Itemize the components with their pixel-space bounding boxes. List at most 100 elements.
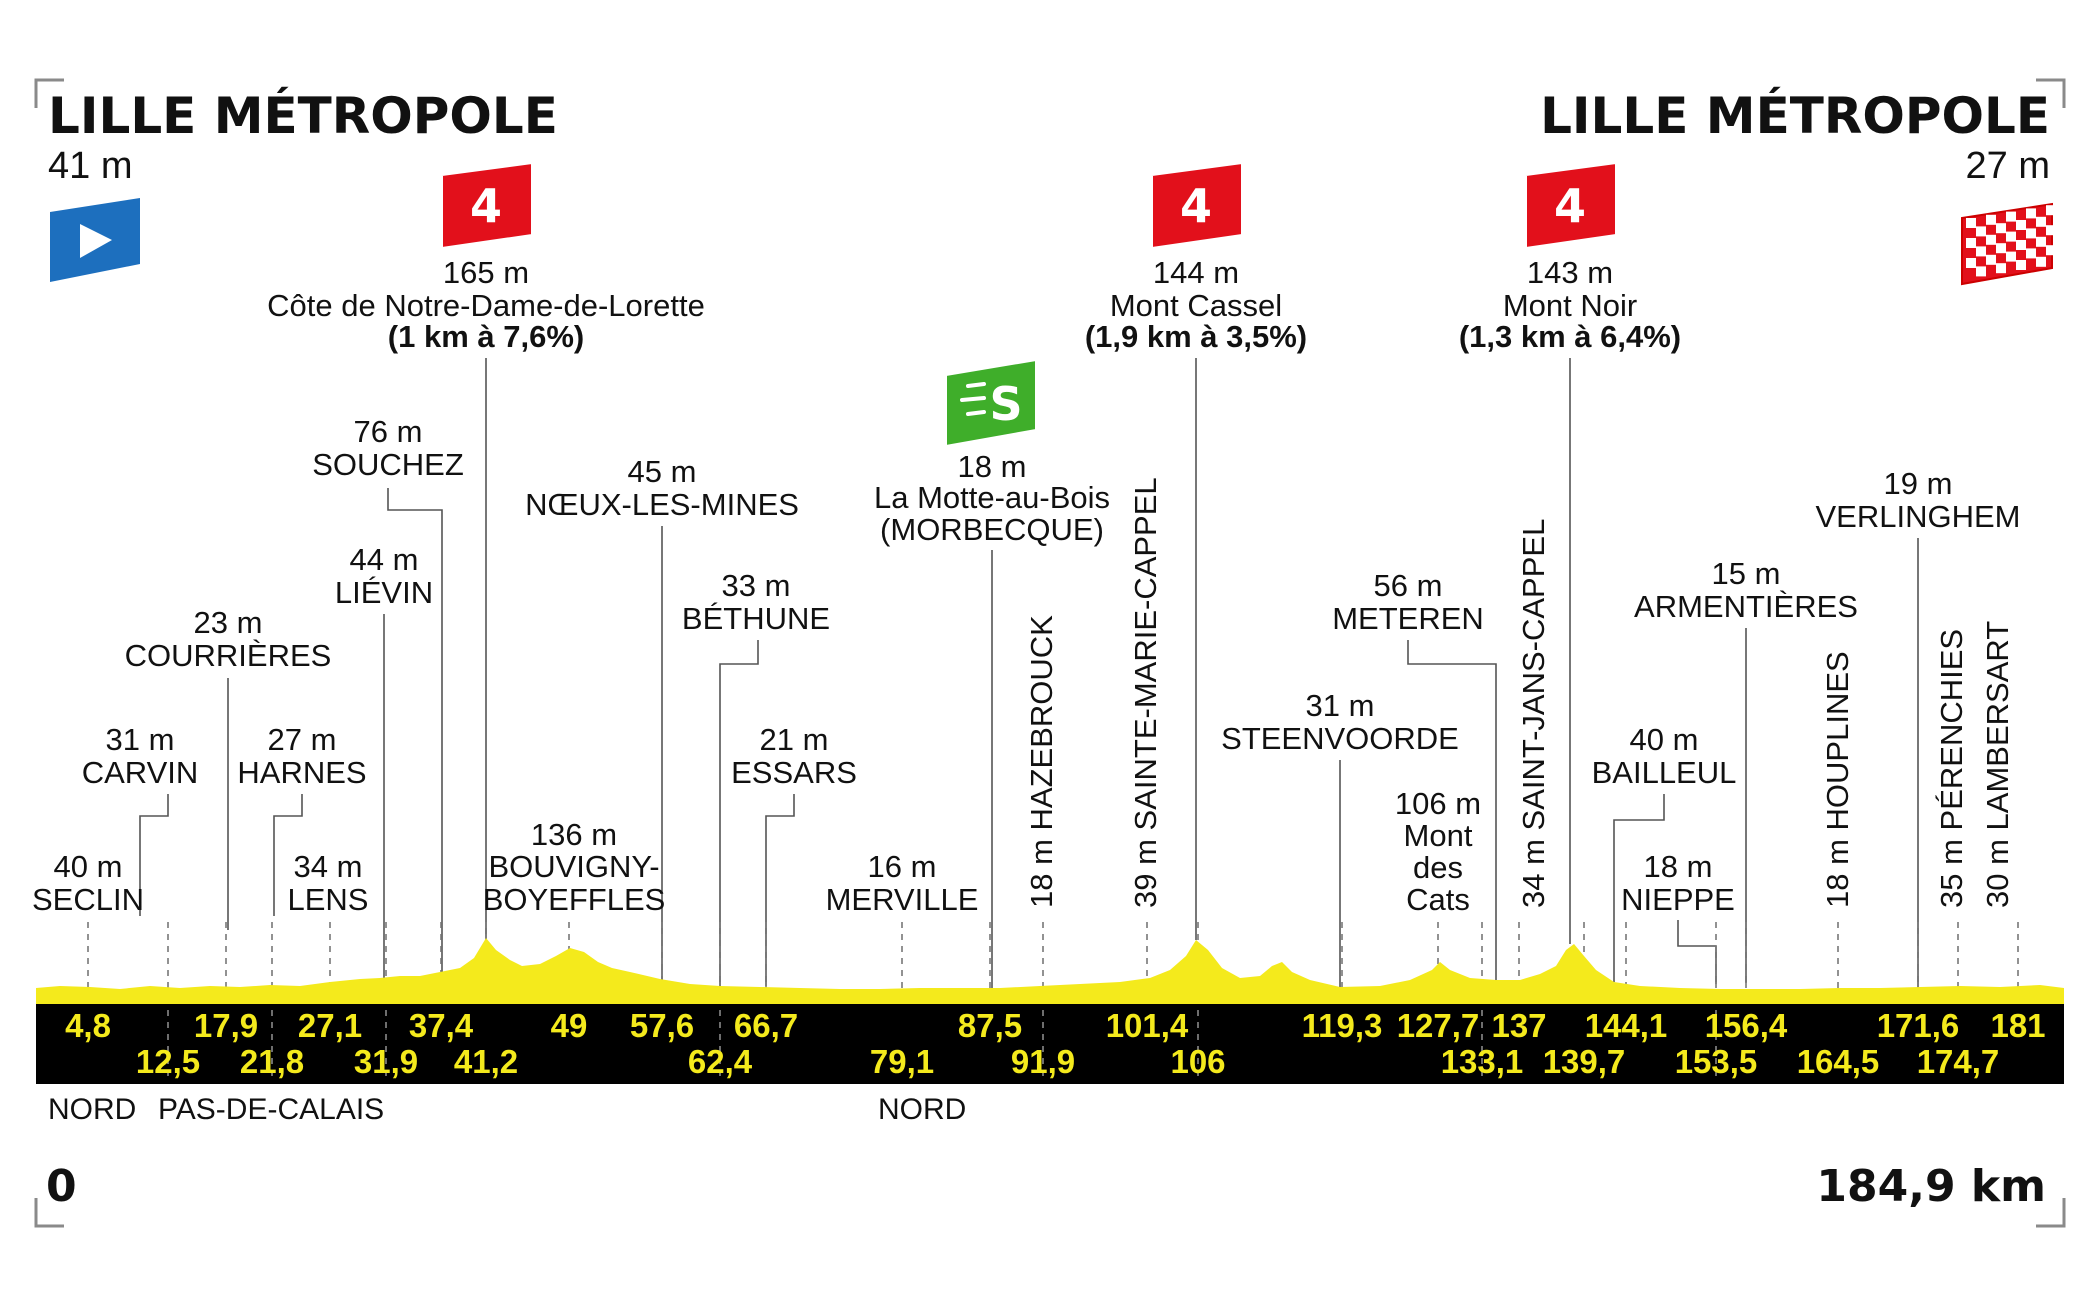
climb-badge-icon: 4 [1525, 161, 1617, 250]
place-altitude: 31 m [106, 722, 175, 757]
climb-altitude: 165 m [443, 255, 529, 290]
finish-flag-square [1996, 243, 2006, 254]
km-value: 133,1 [1441, 1043, 1524, 1080]
finish-flag-square [2046, 205, 2056, 216]
climb-detail: (1 km à 7,6%) [388, 319, 584, 354]
finish-flag-square [1966, 238, 1976, 248]
finish-flag-square [1976, 226, 1986, 237]
finish-distance: 184,9 km [1816, 1161, 2046, 1212]
km-value: 156,4 [1705, 1007, 1788, 1044]
place-altitude: 19 m [1884, 466, 1953, 501]
finish-flag-icon [1961, 202, 2056, 286]
region-label: NORD [878, 1093, 966, 1126]
place-name: ARMENTIÈRES [1634, 589, 1858, 624]
leader-line [719, 640, 759, 986]
place-altitude: 16 m [868, 849, 937, 884]
km-value: 17,9 [194, 1007, 258, 1044]
start-distance: 0 [46, 1161, 77, 1212]
place-name: LENS [288, 882, 369, 917]
climb-altitude: 144 m [1153, 255, 1239, 290]
km-value: 164,5 [1797, 1043, 1880, 1080]
finish-flag-square [1986, 214, 1996, 225]
region-label: NORD [48, 1093, 136, 1126]
finish-flag-square [2026, 228, 2036, 239]
climb-category: 4 [1554, 179, 1586, 233]
finish-flag-square [1986, 254, 1996, 265]
vertical-place: 18 m HAZEBROUCK [1024, 615, 1059, 908]
climb-name: Mont Noir [1503, 288, 1637, 323]
finish-flag-square [2036, 216, 2046, 227]
km-value: 4,8 [65, 1007, 111, 1044]
place-name: BOUVIGNY- [488, 849, 659, 884]
km-value: 171,6 [1877, 1007, 1960, 1044]
km-value: 119,3 [1302, 1007, 1383, 1044]
km-value: 153,5 [1675, 1043, 1758, 1080]
climb-badge-icon: 4 [441, 161, 533, 250]
climb-name: Côte de Notre-Dame-de-Lorette [267, 288, 705, 323]
finish-flag-square [2036, 236, 2046, 247]
km-value: 101,4 [1106, 1007, 1189, 1044]
km-value: 127,7 [1397, 1007, 1480, 1044]
leader-line [765, 794, 795, 986]
finish-flag-square [2036, 256, 2046, 267]
vertical-place-labels: 18 m HAZEBROUCK 39 m SAINTE-MARIE-CAPPEL… [1024, 477, 2015, 908]
finish-flag-square [2006, 251, 2016, 262]
km-value: 66,7 [734, 1007, 798, 1044]
km-band [36, 1004, 2064, 1084]
climb-category: 4 [1180, 179, 1212, 233]
finish-flag-square [2046, 245, 2056, 256]
vertical-place: 39 m SAINTE-MARIE-CAPPEL [1128, 477, 1163, 908]
vertical-place: 18 m HOUPLINES [1820, 651, 1855, 908]
start-altitude: 41 m [48, 145, 132, 187]
place-name: METEREN [1332, 601, 1484, 636]
place-name: COURRIÈRES [125, 638, 332, 673]
leader-line [139, 794, 169, 916]
sprint-badge-icon: S [945, 358, 1037, 448]
frame [34, 78, 2066, 1228]
place-altitude: 18 m [1644, 849, 1713, 884]
place-altitude: 76 m [354, 414, 423, 449]
sprint-symbol: S [989, 377, 1022, 431]
km-bottom-row: 12,5 21,8 31,9 41,2 62,4 79,1 91,9 106 1… [136, 1043, 1999, 1080]
place-name: NŒUX-LES-MINES [525, 487, 799, 522]
leader-line [387, 488, 443, 976]
place-name: STEENVOORDE [1221, 721, 1459, 756]
km-value: 79,1 [870, 1043, 934, 1080]
leader-lines [139, 358, 1919, 990]
finish-flag-square [2006, 231, 2016, 242]
finish-flag-square [1976, 246, 1986, 257]
km-value: 87,5 [958, 1007, 1022, 1044]
km-value: 91,9 [1011, 1043, 1075, 1080]
place-name-line2: BOYEFFLES [483, 882, 666, 917]
place-altitude: 23 m [194, 605, 263, 640]
km-top-row: 4,8 17,9 27,1 37,4 49 57,6 66,7 87,5 101… [65, 1007, 2045, 1044]
km-value: 12,5 [136, 1043, 200, 1080]
vertical-place: 35 m PÉRENCHIES [1934, 629, 1969, 908]
vertical-place: 30 m LAMBERSART [1980, 621, 2015, 908]
place-name: BAILLEUL [1592, 755, 1737, 790]
place-labels: 40 m SECLIN 31 m CARVIN 23 m COURRIÈRES … [32, 414, 2020, 917]
finish-flag-square [2026, 208, 2036, 219]
start-flag-icon [50, 198, 140, 282]
leader-line [1407, 640, 1497, 980]
place-name: Mont [1404, 818, 1473, 853]
climb-badge-icon: 4 [1151, 161, 1243, 250]
place-altitude: 15 m [1712, 556, 1781, 591]
place-altitude: 40 m [1630, 722, 1699, 757]
finish-flag-square [2016, 240, 2026, 250]
elevation-profile [36, 938, 2064, 1004]
km-value: 41,2 [454, 1043, 518, 1080]
km-value: 62,4 [688, 1043, 753, 1080]
finish-flag-square [1996, 263, 2006, 274]
place-name: ESSARS [731, 755, 857, 790]
km-value: 144,1 [1585, 1007, 1668, 1044]
place-altitude: 31 m [1306, 688, 1375, 723]
km-value: 21,8 [240, 1043, 304, 1080]
start-name: LILLE MÉTROPOLE [48, 86, 558, 145]
climb-category: 4 [470, 179, 502, 233]
place-name-line3: Cats [1406, 882, 1470, 917]
place-name-line2: des [1413, 850, 1463, 885]
place-name: LIÉVIN [335, 575, 433, 610]
